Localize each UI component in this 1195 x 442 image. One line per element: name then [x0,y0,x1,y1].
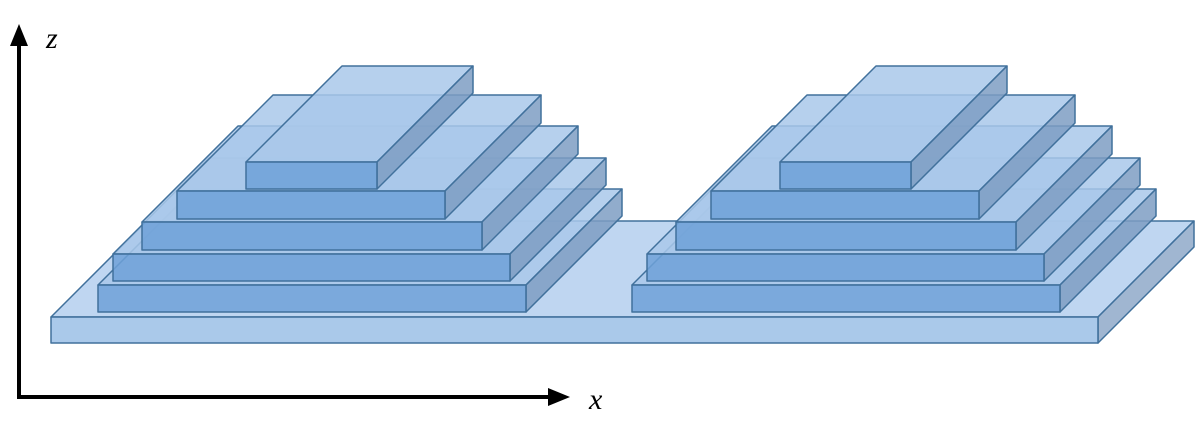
pyramid-right-layer-5-front-face [779,161,912,190]
z-axis-arrowhead [10,24,28,46]
pyramid-left-layer-4-front-face [176,190,446,220]
pyramid-left-layer-2-front-face [112,253,511,282]
pyramid-right-layer-1-front-face [631,284,1061,313]
pyramid-right-layer-3-front-face [675,221,1017,251]
pyramid-left-layer-5 [245,65,474,190]
z-axis-label: z [45,22,58,55]
pyramid-right-layer-5 [779,65,1008,190]
x-axis-label: x [588,383,603,416]
substrate-slab-front-face [50,316,1099,344]
pyramid-left-layer-5-front-face [245,161,378,190]
x-axis-arrowhead [548,388,570,406]
pyramid-left-layer-1-front-face [97,284,527,313]
pyramid-right-layer-2-front-face [646,253,1045,282]
pyramid-right-layer-4-front-face [710,190,980,220]
blocks-group [50,65,1195,344]
pyramid-left-layer-3-front-face [141,221,483,251]
